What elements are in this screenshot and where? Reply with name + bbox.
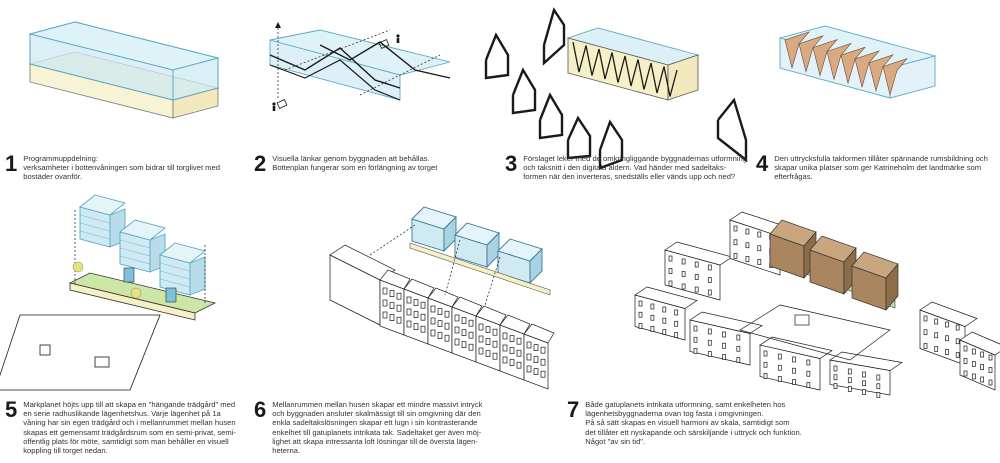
step-number: 2 xyxy=(254,151,267,176)
gable-outline xyxy=(511,67,537,115)
circle-marker-icon xyxy=(130,287,142,299)
massing-diagram-1 xyxy=(28,21,220,119)
massing-diagram-2 xyxy=(269,22,451,111)
massing-diagram-5 xyxy=(0,194,217,391)
step-number: 1 xyxy=(5,151,18,176)
diagram-panel-4 xyxy=(760,0,1000,150)
step-number: 3 xyxy=(505,151,518,176)
gable-outline xyxy=(538,92,564,140)
gable-outline xyxy=(566,115,592,160)
step-text: Visuella länkar genom byggnaden att behå… xyxy=(272,154,438,173)
step-text: Både gatuplanets intrikata utformning, s… xyxy=(585,400,802,446)
step-number: 6 xyxy=(254,397,267,422)
gable-outline xyxy=(598,119,624,170)
binoculars-icon xyxy=(378,39,390,49)
step-caption-7: 7 Både gatuplanets intrikata utformning,… xyxy=(567,397,832,446)
step-text: Den uttrycksfulla takformen tillåter spä… xyxy=(774,154,988,182)
step-text: Mellanrummen mellan husen skapar ett min… xyxy=(272,400,483,456)
gable-outline xyxy=(716,97,748,163)
arrow-icon xyxy=(275,22,281,28)
massing-diagram-4 xyxy=(778,25,937,99)
diagram-panel-2 xyxy=(250,0,500,150)
step-text: Förslaget leker med de omkringliggande b… xyxy=(523,154,747,182)
step-caption-1: 1 Programmuppdelning: verksamheter i bot… xyxy=(5,151,250,182)
step-caption-6: 6 Mellanrummen mellan husen skapar ett m… xyxy=(254,397,494,456)
gable-outline xyxy=(484,32,510,80)
gable-outline xyxy=(542,7,566,66)
step-number: 7 xyxy=(567,397,580,422)
diagram-panel-1 xyxy=(0,0,250,150)
step-caption-2: 2 Visuella länkar genom byggnaden att be… xyxy=(254,151,494,176)
elevation-drawing-6 xyxy=(329,206,555,390)
diagram-panel-7 xyxy=(630,210,1000,400)
step-text: Programmuppdelning: verksamheter i botte… xyxy=(23,154,220,182)
circle-marker-icon xyxy=(72,261,84,273)
step-caption-5: 5 Markplanet höjts upp till att skapa en… xyxy=(5,397,250,456)
step-number: 5 xyxy=(5,397,18,422)
context-axonometric-7 xyxy=(634,211,1000,398)
step-text: Markplanet höjts upp till att skapa en "… xyxy=(23,400,236,456)
step-caption-4: 4 Den uttrycksfulla takformen tillåter s… xyxy=(756,151,996,182)
person-icon xyxy=(272,102,276,111)
binoculars-icon xyxy=(276,99,288,109)
diagram-panel-6 xyxy=(250,185,560,395)
massing-diagram-3 xyxy=(484,7,748,170)
diagram-panel-3 xyxy=(478,0,760,170)
diagram-panel-5 xyxy=(0,185,250,395)
step-number: 4 xyxy=(756,151,769,176)
person-icon xyxy=(396,34,400,43)
step-caption-3: 3 Förslaget leker med de omkringliggande… xyxy=(505,151,750,182)
